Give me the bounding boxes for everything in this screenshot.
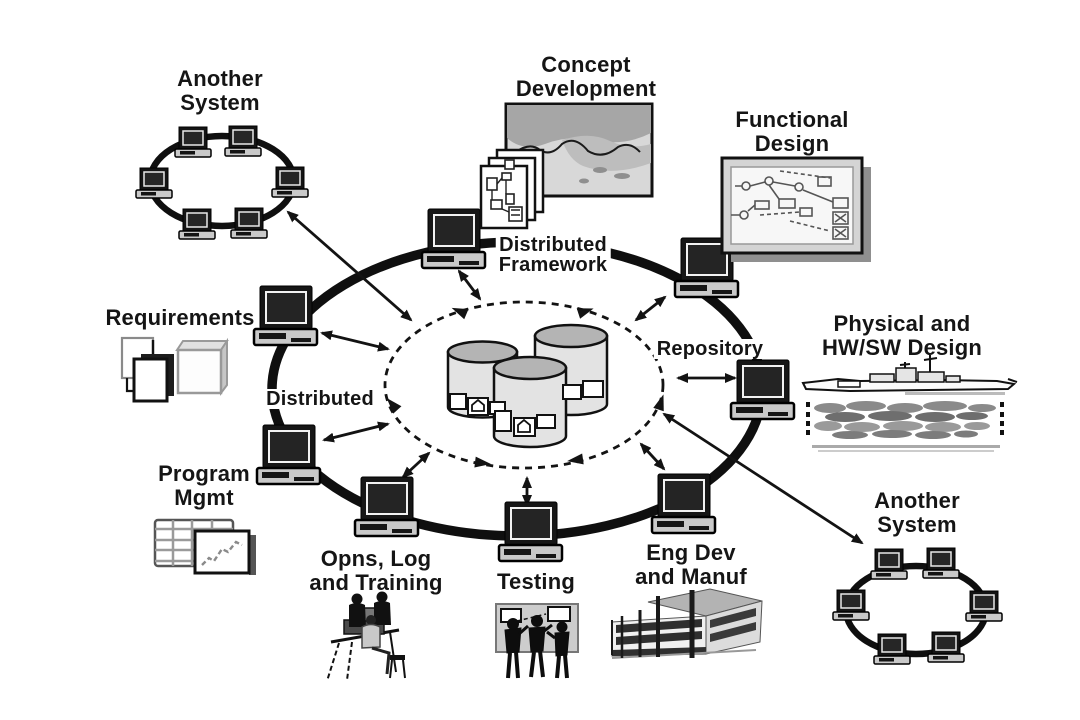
- label-program-mgmt: Program Mgmt: [158, 461, 250, 510]
- factory-building-icon: [611, 588, 763, 659]
- computer-icon-left-upper: [252, 284, 319, 347]
- arrow-link-another-system-top-left: [286, 210, 413, 322]
- computer-icon-bottom: [497, 500, 564, 563]
- functional-design-icon: [720, 156, 871, 262]
- label-functional-design: Functional Design: [735, 107, 849, 156]
- label-another-system-top-left: Another System: [177, 66, 263, 115]
- another-system-top-left-ring-icon: [135, 125, 309, 240]
- label-requirements: Requirements: [105, 305, 255, 330]
- label-repository: Repository: [653, 339, 767, 359]
- arrow-link-another-system-bottom-right: [662, 412, 864, 545]
- computer-icon-left-lower: [255, 423, 322, 486]
- label-testing: Testing: [497, 569, 575, 594]
- opns-people-icon: [326, 591, 406, 682]
- label-eng-dev-manuf: Eng Dev and Manuf: [635, 540, 747, 589]
- computer-icon-right: [729, 358, 796, 421]
- computer-icon-bottom-left: [353, 475, 420, 538]
- concept-pages-icon: [479, 148, 545, 230]
- another-system-bottom-right-ring-icon: [832, 547, 1003, 665]
- label-distributed-framework: Distributed Framework: [495, 235, 611, 275]
- node-repository-arrows: [320, 269, 737, 507]
- label-physical-hwsw-design: Physical and HW/SW Design: [821, 311, 983, 360]
- testing-people-icon: [495, 603, 579, 679]
- requirements-docs-icon: [120, 336, 229, 403]
- label-another-system-bottom-right: Another System: [874, 488, 960, 537]
- program-mgmt-icon: [153, 518, 256, 575]
- label-distributed: Distributed: [263, 389, 377, 409]
- label-concept-development: Concept Development: [515, 52, 657, 101]
- computer-icon-top: [420, 207, 487, 270]
- navy-ship-icon: [801, 355, 1018, 452]
- computer-icon-bottom-right: [650, 472, 717, 535]
- label-opns-log-training: Opns, Log and Training: [309, 546, 443, 595]
- repository-databases-icon: [446, 323, 609, 449]
- repository-dashed-ring: [383, 300, 665, 470]
